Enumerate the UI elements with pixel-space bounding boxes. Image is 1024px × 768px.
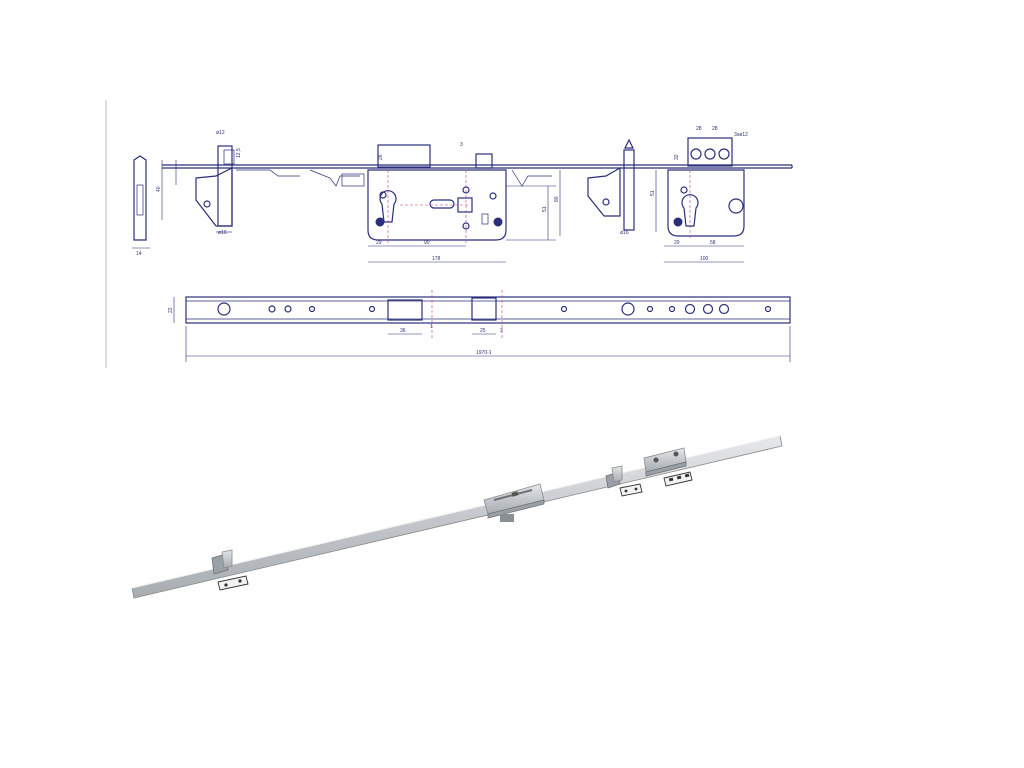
dim-178: 178: [432, 256, 441, 262]
dim-28-a: 28: [696, 126, 702, 132]
dim-36: 36: [400, 328, 406, 334]
side-elevation-view: 14 40 ø12 12,5 ø16 26 3: [132, 126, 793, 263]
photo-main-gearbox: [483, 483, 545, 522]
dim-29-right: 29: [674, 240, 680, 246]
dim-3: 3: [460, 142, 463, 148]
photo-right-keeper: [605, 465, 643, 497]
main-lock-case: 26 3 29 90 178 51: [367, 142, 561, 263]
dim-51-right: 51: [650, 190, 656, 196]
dim-3x-phi12: 3xø12: [734, 132, 748, 138]
dim-80: 80: [554, 196, 560, 202]
dim-90: 90: [424, 240, 430, 246]
photo-left-keeper: [211, 549, 249, 591]
dim-100: 100: [700, 256, 709, 262]
dim-1: 1: [430, 324, 433, 330]
end-profile: 14: [132, 155, 150, 257]
dim-26: 26: [378, 154, 384, 160]
front-view-bar: 22 36 1 25 3 1970-1: [168, 290, 791, 362]
dim-32: 32: [674, 154, 680, 160]
left-hook-keeper: 40 ø12 12,5 ø16: [156, 130, 300, 236]
dim-3-bar: 3: [500, 328, 503, 334]
product-photo: [131, 435, 783, 599]
secondary-lock-case: 28 28 3xø12 32 29 58 100 51: [650, 126, 748, 263]
dim-22: 22: [168, 307, 174, 313]
dim-14: 14: [136, 251, 142, 257]
dim-29-main: 29: [376, 240, 382, 246]
dim-phi12: ø12: [216, 130, 225, 136]
dim-58: 58: [710, 240, 716, 246]
dim-12-5: 12,5: [236, 148, 242, 158]
dim-25: 25: [480, 328, 486, 334]
dim-40: 40: [156, 186, 162, 192]
dim-phi16-right: ø16: [620, 230, 629, 236]
dim-phi16-left: ø16: [218, 230, 227, 236]
dim-total-length: 1970-1: [476, 350, 492, 356]
dim-28-b: 28: [712, 126, 718, 132]
photo-secondary-lock: [643, 447, 693, 487]
right-hook-keeper: ø16: [587, 138, 635, 236]
dim-51-left: 51: [542, 206, 548, 212]
